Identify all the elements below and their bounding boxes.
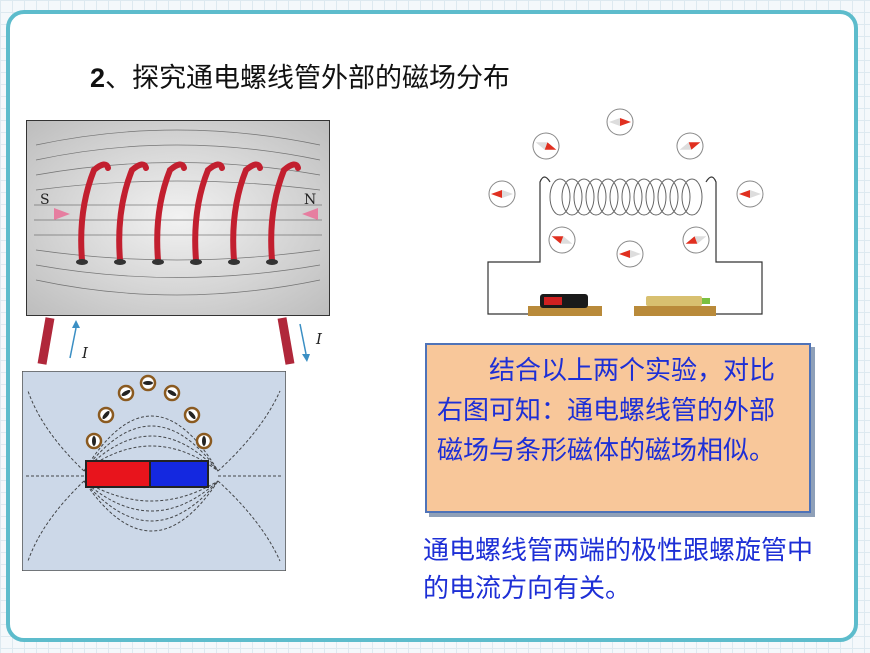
- title-text: 、探究通电螺线管外部的磁场分布: [105, 63, 511, 94]
- current-up-arrow-icon: [72, 320, 80, 328]
- conclusion-text-block: 通电螺线管两端的极性跟螺旋管中的电流方向有关。: [423, 532, 833, 608]
- bar-magnet-filings-photo: [22, 371, 286, 571]
- magnet-north-half: [85, 460, 151, 488]
- current-down-arrow-icon: [302, 354, 310, 362]
- note-box: 结合以上两个实验，对比右图可知：通电螺线管的外部磁场与条形磁体的磁场相似。: [425, 343, 811, 513]
- compass-arrow-left-icon: [54, 208, 70, 220]
- note-text: 结合以上两个实验，对比右图可知：通电螺线管的外部磁场与条形磁体的磁场相似。: [437, 356, 776, 466]
- compass-arrow-right-icon: [302, 208, 318, 220]
- solenoid-filings-photo: S N: [26, 120, 330, 316]
- pole-label-s: S: [40, 192, 50, 208]
- switch-icon: [634, 296, 716, 316]
- battery-icon: [528, 294, 602, 316]
- pole-label-n: N: [304, 192, 316, 208]
- current-label-left: I: [81, 344, 89, 362]
- page-title: 2、探究通电螺线管外部的磁场分布: [90, 56, 510, 95]
- solenoid-circuit-diagram: [487, 108, 764, 316]
- current-label-right: I: [315, 330, 323, 348]
- compass-icons: [488, 108, 764, 268]
- magnet-south-half: [149, 460, 209, 488]
- coil-leads: I I: [37, 317, 323, 365]
- conclusion-text: 通电螺线管两端的极性跟螺旋管中的电流方向有关。: [423, 536, 814, 604]
- title-number: 2: [90, 63, 106, 93]
